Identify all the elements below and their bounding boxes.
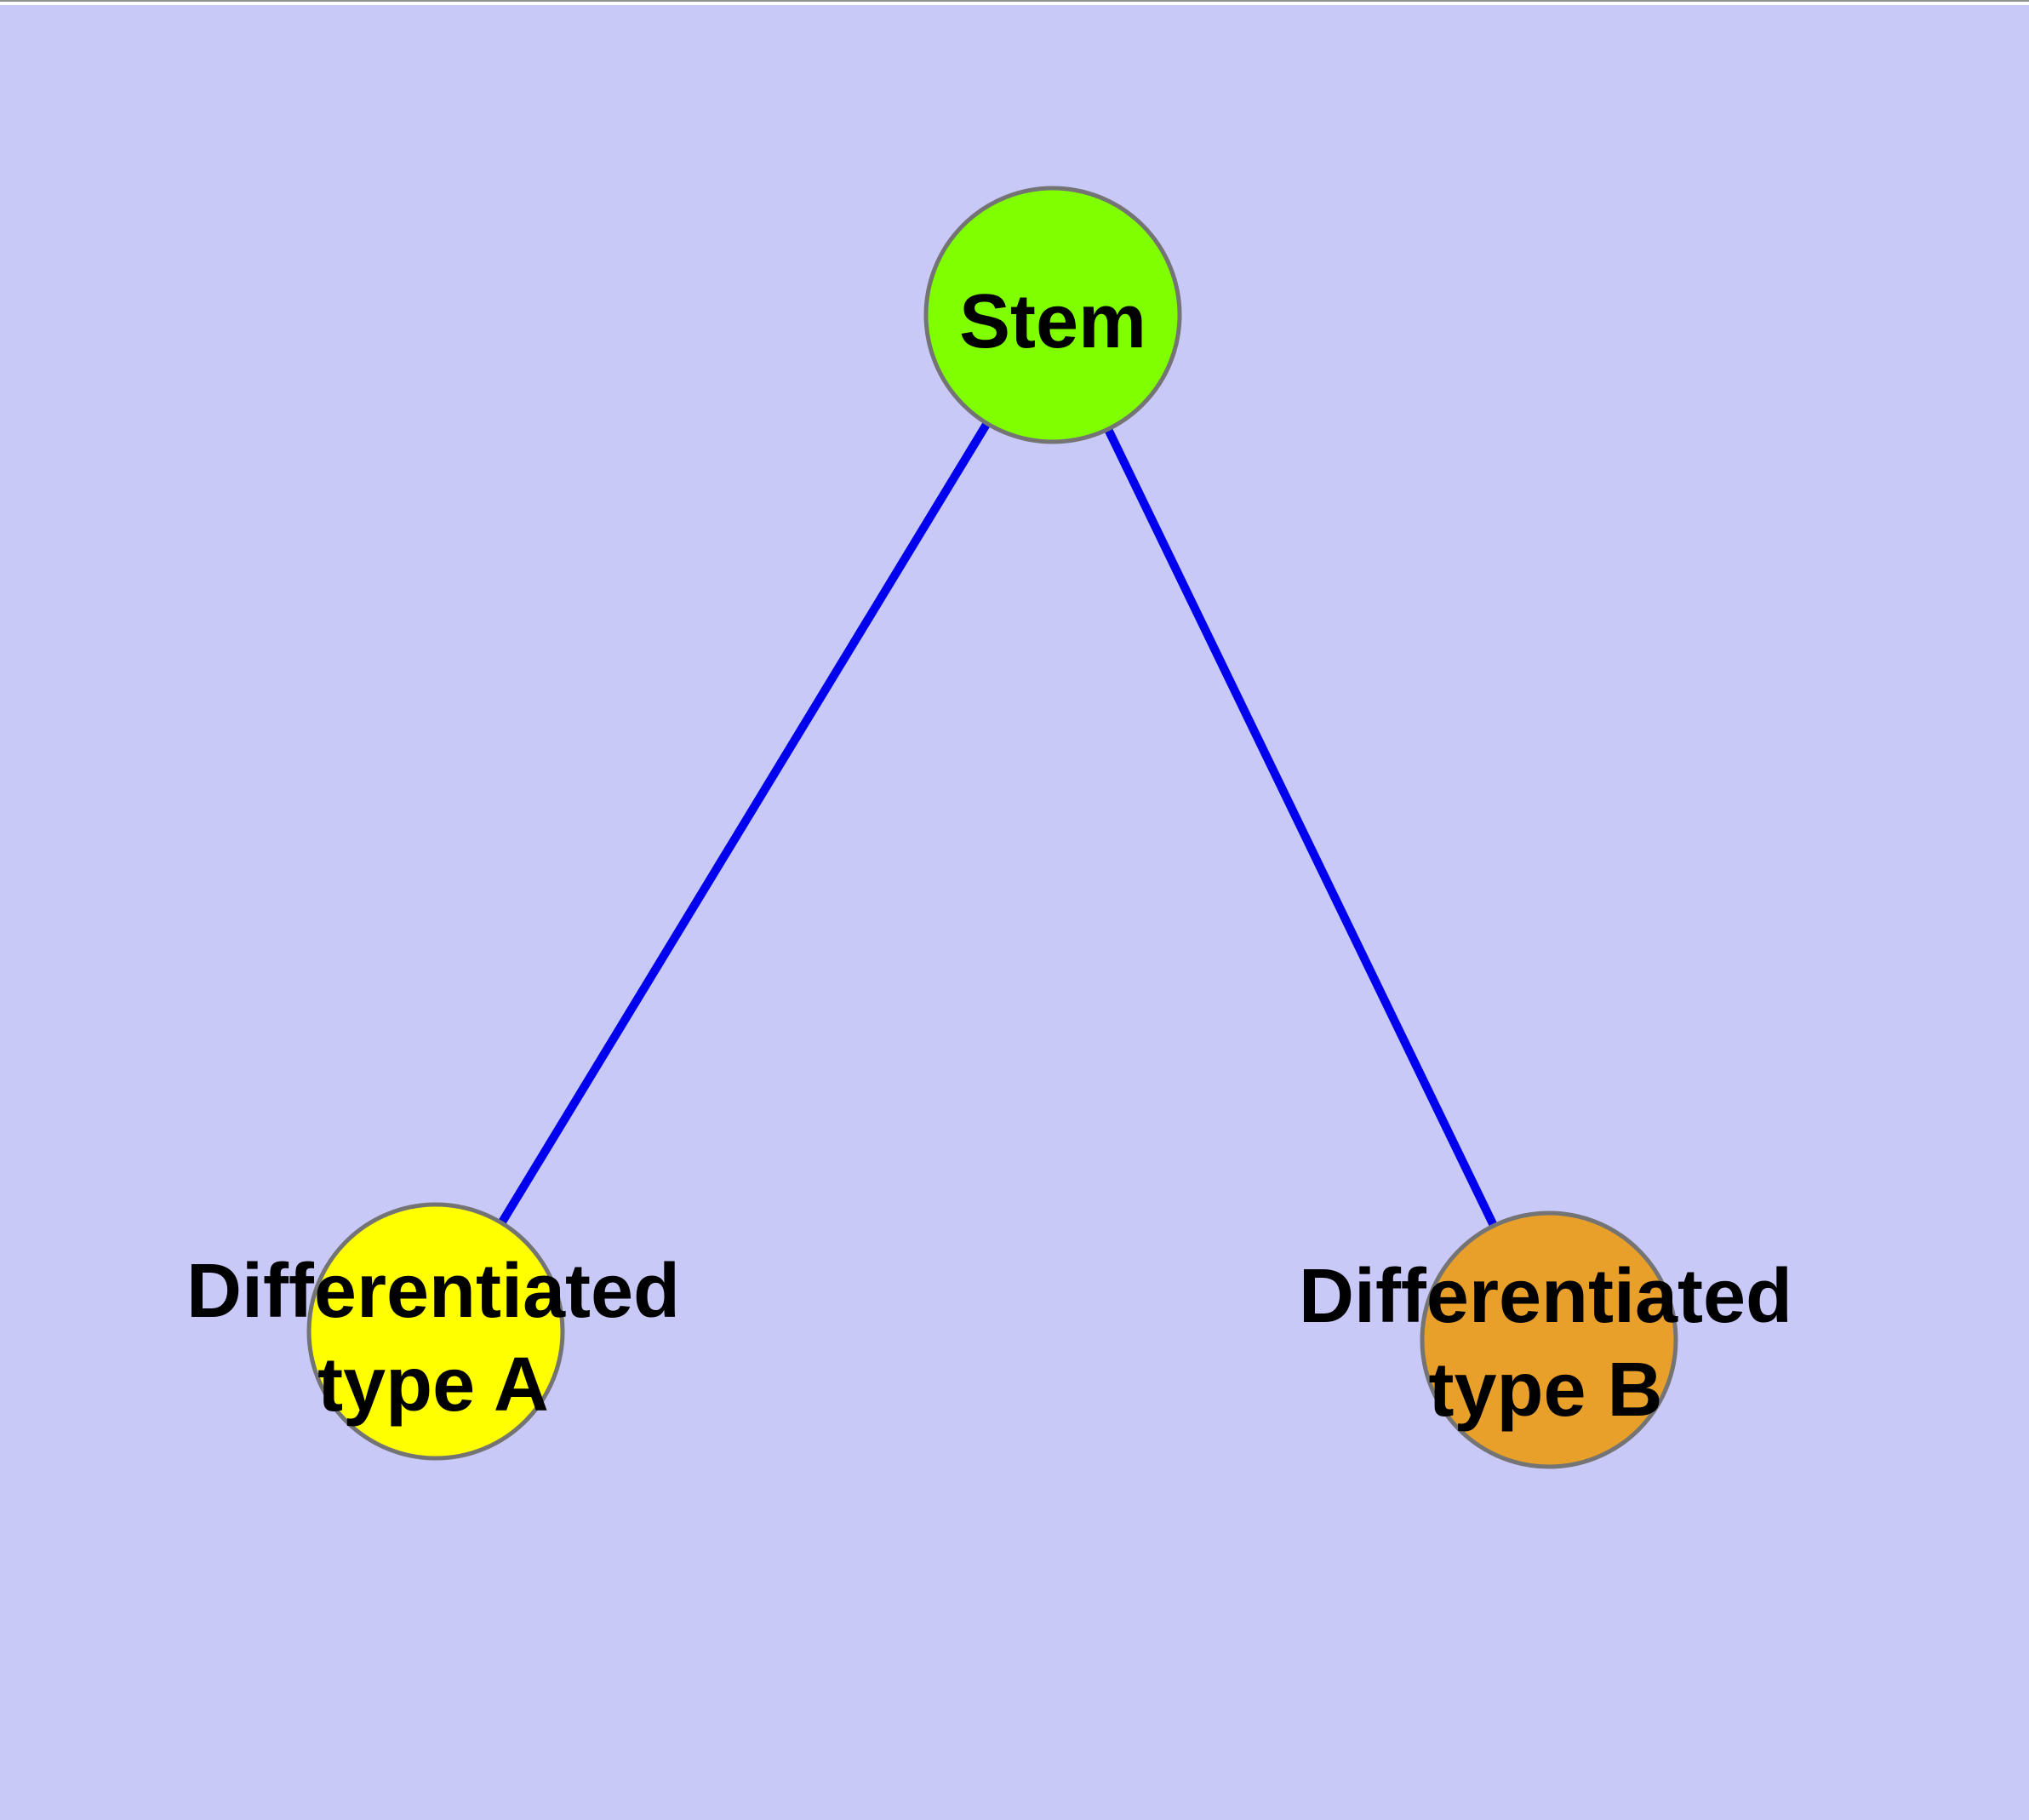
node-stem-label: Stem bbox=[959, 279, 1146, 364]
node-type-b-label-line1: Differentiated bbox=[1299, 1254, 1792, 1339]
canvas-top-edge-line bbox=[0, 0, 2029, 2]
node-type-a-label-line1: Differentiated bbox=[186, 1249, 680, 1334]
node-stem bbox=[923, 186, 1182, 444]
edge-stem-to-type-b bbox=[1049, 311, 1553, 1344]
node-differentiated-type-a bbox=[306, 1202, 565, 1461]
node-differentiated-type-b bbox=[1420, 1210, 1678, 1469]
node-type-b-label-line2: type B bbox=[1428, 1348, 1662, 1433]
edge-stem-to-type-a bbox=[432, 311, 1057, 1336]
canvas-top-margin bbox=[0, 2, 2029, 5]
node-type-a-label-line2: type A bbox=[317, 1342, 549, 1428]
